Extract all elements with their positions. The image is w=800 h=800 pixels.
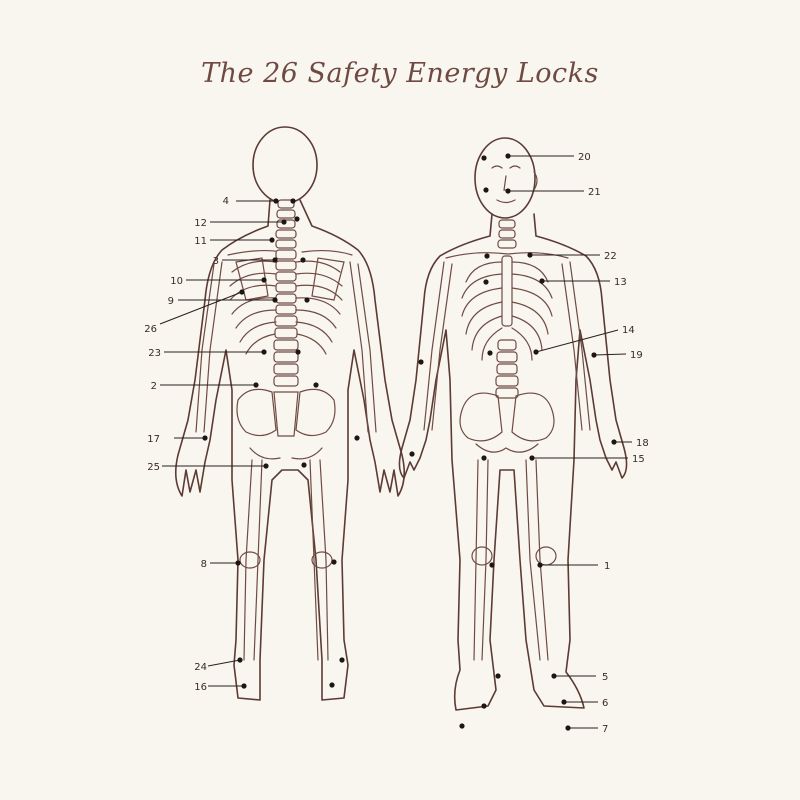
lock-label-2: 2 [151,381,157,392]
lock-label-4: 4 [223,196,229,207]
lock-label-8: 8 [201,559,207,570]
lock-label-9: 9 [168,296,174,307]
front-view-labels: 20 21 22 13 14 19 18 15 1 5 6 7 [578,152,649,735]
lock-label-5: 5 [602,672,608,683]
lock-label-7: 7 [602,724,608,735]
lock-label-1: 1 [604,561,610,572]
lock-label-14: 14 [622,325,635,336]
lock-label-19: 19 [630,350,643,361]
lock-label-24: 24 [194,662,207,673]
lock-label-10: 10 [170,276,183,287]
front-spine [495,219,519,399]
lock-label-12: 12 [194,218,207,229]
lock-label-16: 16 [194,682,207,693]
lock-label-13: 13 [614,277,627,288]
back-spine [273,199,299,387]
lock-label-21: 21 [588,187,601,198]
front-view-figure [398,137,628,711]
lock-label-25: 25 [147,462,160,473]
lock-label-18: 18 [636,438,649,449]
lock-label-6: 6 [602,698,608,709]
lock-label-17: 17 [147,434,160,445]
back-view-figure [174,126,406,701]
lock-label-20: 20 [578,152,591,163]
energy-lock-markers [159,153,632,731]
lock-label-26: 26 [144,324,157,335]
lock-label-11: 11 [194,236,207,247]
lock-label-3: 3 [213,256,219,267]
lock-label-22: 22 [604,251,617,262]
lock-label-15: 15 [632,454,645,465]
back-ribs [229,260,343,355]
back-view-labels: 4 12 11 3 10 9 26 23 2 17 25 8 24 16 [144,196,229,693]
lock-label-23: 23 [148,348,161,359]
diagram-title: The 26 Safety Energy Locks [201,58,599,89]
front-ribs [461,261,553,361]
